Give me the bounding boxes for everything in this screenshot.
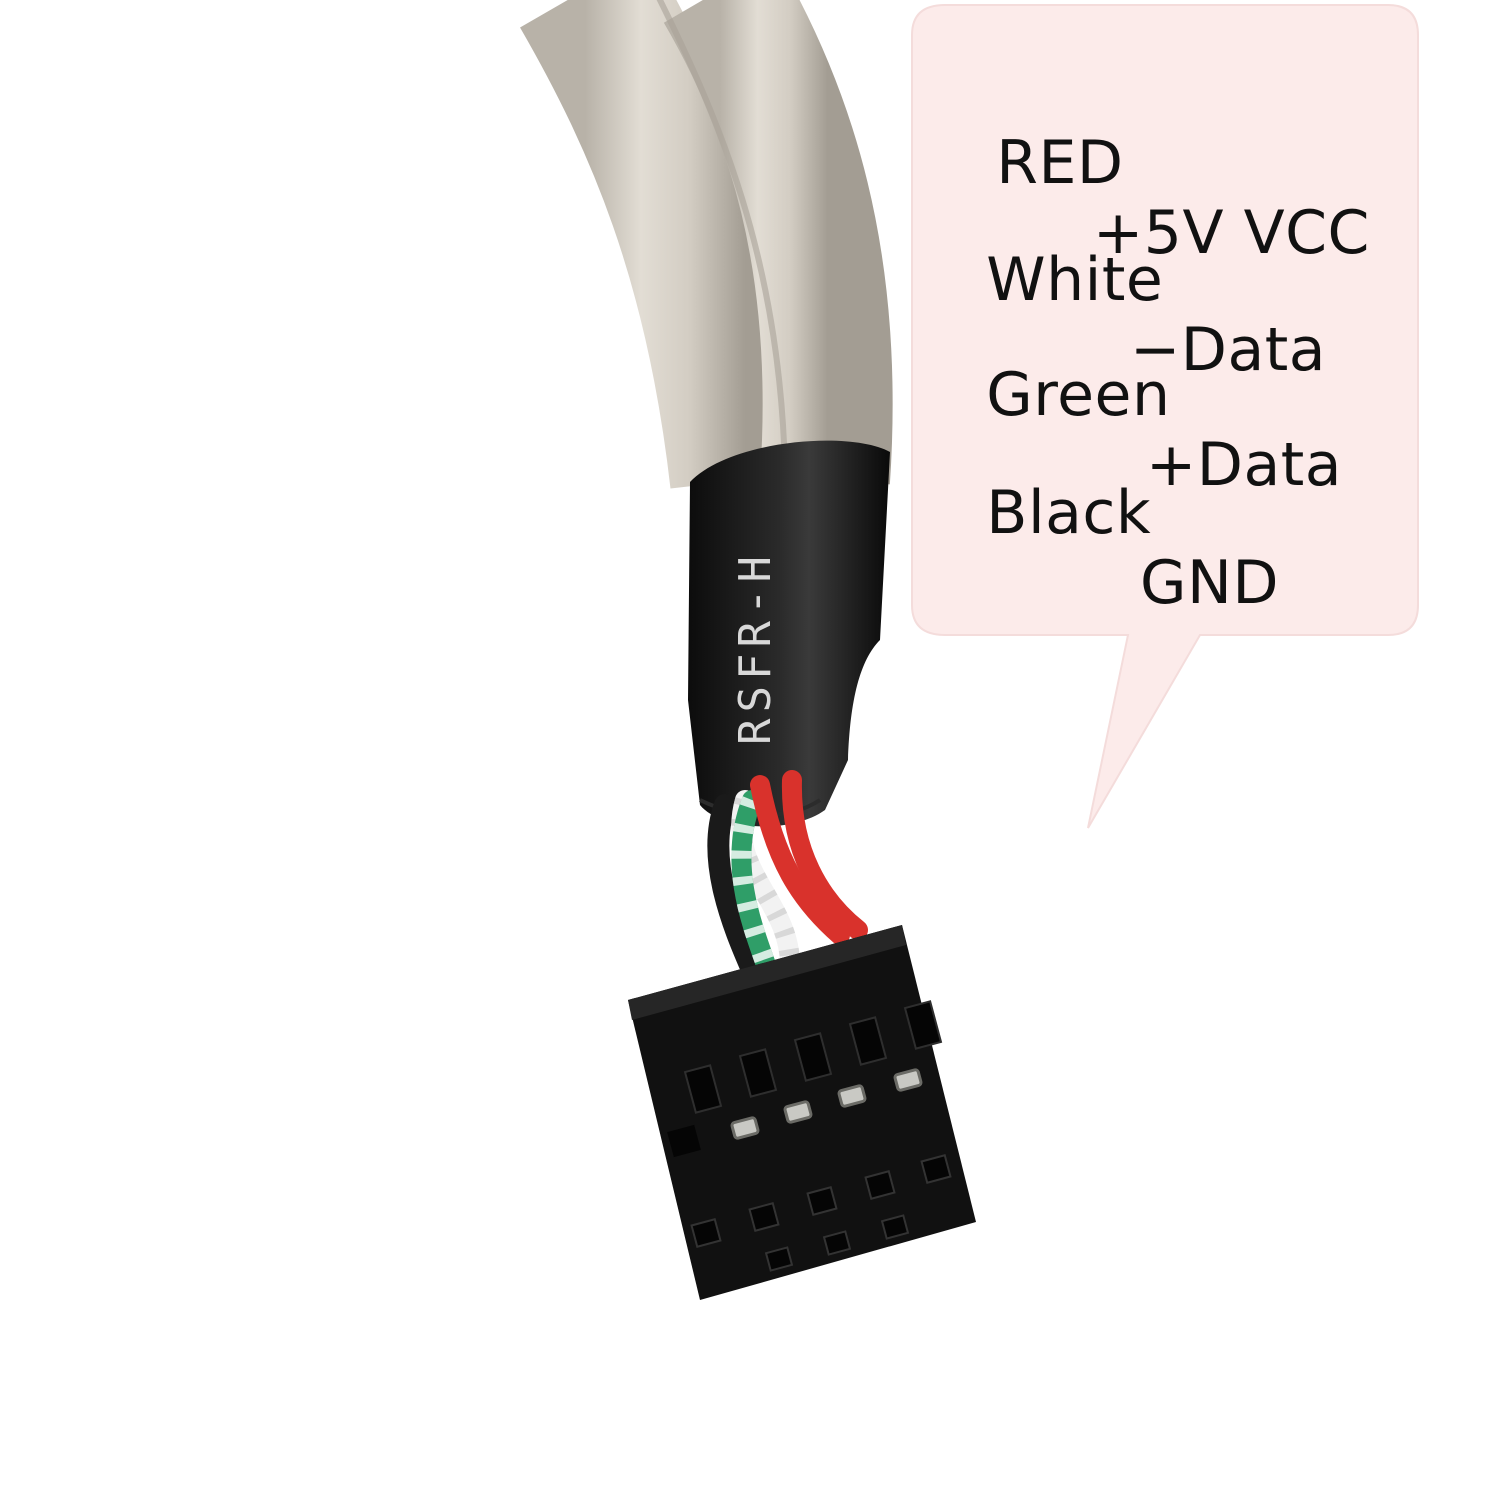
legend-color-green: Green — [986, 360, 1171, 430]
legend-row-white: White −Data — [908, 175, 1325, 455]
callout-bubble — [911, 4, 1419, 829]
legend-color-white: White — [986, 245, 1164, 315]
wire-bundle — [707, 770, 868, 976]
legend-color-red: RED — [996, 128, 1124, 198]
legend-signal-data-minus: −Data — [1130, 315, 1327, 385]
legend-color-black: Black — [986, 478, 1152, 548]
pin-header-connector — [628, 925, 976, 1300]
legend-signal-data-plus: +Data — [1146, 430, 1343, 500]
legend-row-green: Green +Data — [908, 290, 1341, 570]
legend-signal-vcc: +5V VCC — [1093, 198, 1370, 268]
legend-row-red: RED +5V VCC — [918, 58, 1369, 338]
legend-signal-gnd: GND — [1140, 548, 1280, 618]
cable-sheath — [520, 0, 893, 489]
connector-pins — [730, 1068, 923, 1140]
cable-marking: RSFR-H — [730, 550, 781, 745]
heatshrink-sleeve: RSFR-H — [688, 440, 890, 827]
legend-row-black: Black GND — [908, 408, 1278, 688]
